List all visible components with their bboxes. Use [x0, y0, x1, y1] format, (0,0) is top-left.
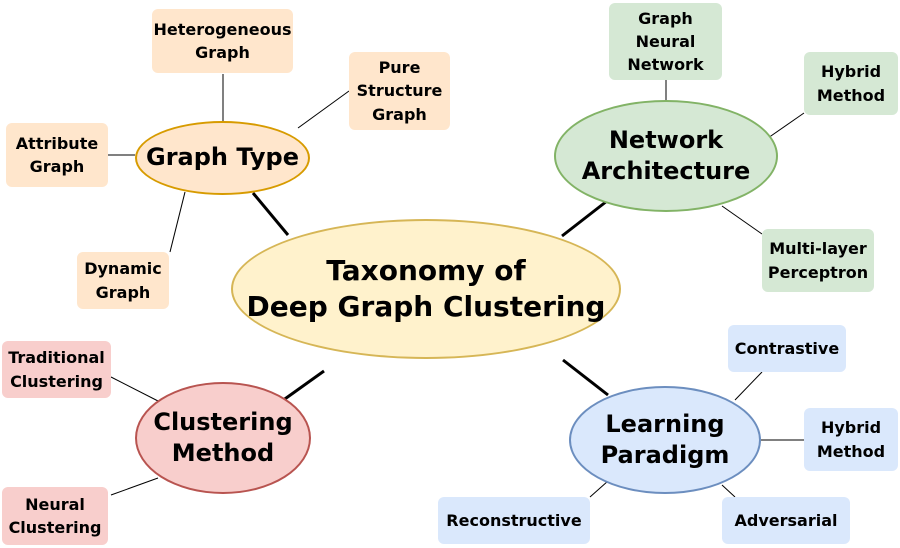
link-learning-adversarial — [721, 484, 736, 498]
contrastive-box: Contrastive — [728, 325, 846, 372]
link-network-hybrid — [767, 112, 805, 139]
learning-paradigm-node: Learning Paradigm — [569, 386, 761, 494]
graph-neural-network-box: Graph Neural Network — [609, 3, 722, 80]
network-hybrid-method-box: Hybrid Method — [804, 52, 898, 115]
multi-layer-perceptron-box: Multi-layer Perceptron — [762, 229, 874, 292]
neural-clustering-box: Neural Clustering — [2, 487, 108, 545]
link-learning-contrastive — [734, 371, 763, 401]
link-graph-type-pure-structure — [297, 90, 350, 129]
link-clustering-neural — [110, 477, 159, 496]
dynamic-graph-box: Dynamic Graph — [77, 252, 169, 309]
link-center-learning-paradigm — [562, 358, 609, 397]
center-node: Taxonomy of Deep Graph Clustering — [231, 219, 621, 359]
link-center-graph-type — [251, 192, 290, 236]
link-clustering-traditional — [110, 376, 161, 403]
graph-type-node: Graph Type — [135, 121, 310, 195]
heterogeneous-graph-box: Heterogeneous Graph — [152, 9, 293, 73]
traditional-clustering-box: Traditional Clustering — [2, 341, 111, 398]
network-architecture-node: Network Architecture — [554, 100, 778, 212]
link-graph-type-dynamic — [169, 191, 186, 253]
link-center-network-architecture — [561, 199, 608, 238]
pure-structure-graph-box: Pure Structure Graph — [349, 52, 450, 130]
attribute-graph-box: Attribute Graph — [6, 123, 108, 187]
link-center-clustering-method — [281, 369, 325, 403]
adversarial-box: Adversarial — [722, 497, 850, 544]
clustering-method-node: Clustering Method — [135, 382, 311, 494]
link-learning-reconstructive — [589, 480, 609, 498]
learning-hybrid-method-box: Hybrid Method — [804, 408, 898, 471]
reconstructive-box: Reconstructive — [438, 497, 590, 544]
link-network-mlp — [721, 205, 763, 235]
